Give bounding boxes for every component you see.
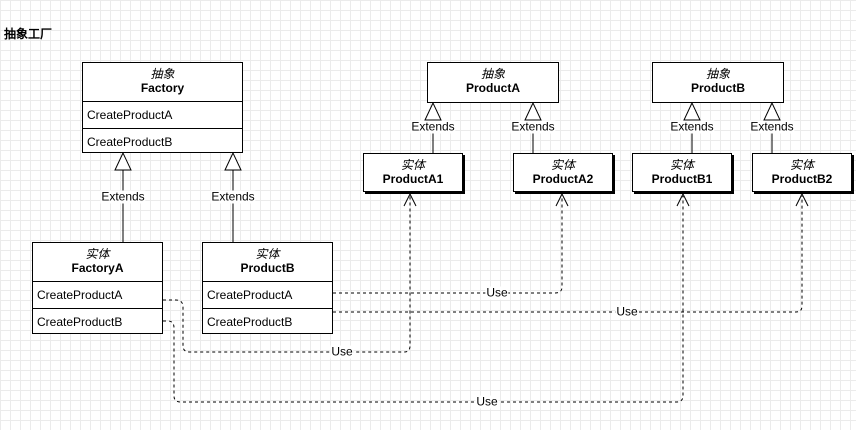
class-productb1[interactable]: 实体 ProductB1 [632,153,732,192]
class-factory[interactable]: 抽象 Factory CreateProductA CreateProductB [82,62,243,153]
use-label-factorya-b1: Use [475,394,499,409]
class-stereotype: 实体 [400,158,425,172]
extends-label-productb1: Extends [669,119,715,134]
use-arrowhead-a1 [403,192,417,207]
class-stereotype: 实体 [550,158,575,172]
class-stereotype: 实体 [669,158,694,172]
class-name: ProductB [240,261,295,275]
use-line-productb-b2 [333,196,803,313]
extends-label-productb2: Extends [749,119,795,134]
extends-label-producta2: Extends [510,119,556,134]
extends-label-productb: Extends [210,189,256,204]
class-productb-abstract[interactable]: 抽象 ProductB [652,62,784,103]
class-stereotype: 抽象 [480,67,505,81]
use-label-productb-b2: Use [615,304,639,319]
class-stereotype: 实体 [85,247,110,261]
extends-triangle-productb [224,151,242,171]
class-name: Factory [140,81,185,95]
class-name: ProductA1 [382,172,444,186]
class-producta1[interactable]: 实体 ProductA1 [363,153,463,192]
class-productb2[interactable]: 实体 ProductB2 [752,153,852,192]
class-stereotype: 实体 [255,247,280,261]
method-create-product-b: CreateProductB [33,308,162,335]
method-create-product-a: CreateProductA [203,281,332,308]
class-factorya[interactable]: 实体 FactoryA CreateProductA CreateProduct… [32,242,163,334]
method-create-product-b: CreateProductB [203,308,332,335]
extends-triangle-factorya [114,151,132,171]
extends-triangle-productb1 [683,101,701,121]
use-line-productb-a2 [333,196,563,294]
class-productb-impl[interactable]: 实体 ProductB CreateProductA CreateProduct… [202,242,333,334]
use-arrowhead-a2 [555,192,569,207]
diagram-title: 抽象工厂 [4,27,53,41]
class-stereotype: 实体 [789,158,814,172]
extends-label-producta1: Extends [410,119,456,134]
class-stereotype: 抽象 [705,67,730,81]
class-name: ProductA2 [532,172,594,186]
use-label-factorya-a1: Use [330,344,354,359]
class-name: ProductB2 [771,172,833,186]
class-name: ProductA [466,81,520,95]
class-name: ProductB [691,81,745,95]
class-producta2[interactable]: 实体 ProductA2 [513,153,613,192]
use-arrowhead-b1 [676,192,690,207]
extends-label-factorya: Extends [100,189,146,204]
class-stereotype: 抽象 [150,67,175,81]
extends-triangle-productb2 [763,101,781,121]
use-label-productb-a2: Use [485,285,509,300]
method-create-product-a: CreateProductA [83,101,242,128]
use-line-factorya-b1 [163,196,684,403]
extends-triangle-producta2 [524,101,542,121]
class-name: ProductB1 [651,172,713,186]
extends-triangle-producta1 [424,101,442,121]
use-line-factorya-a1 [163,196,411,353]
class-producta-abstract[interactable]: 抽象 ProductA [427,62,559,103]
method-create-product-b: CreateProductB [83,128,242,155]
method-create-product-a: CreateProductA [33,281,162,308]
class-name: FactoryA [71,261,124,275]
use-arrowhead-b2 [795,192,809,207]
